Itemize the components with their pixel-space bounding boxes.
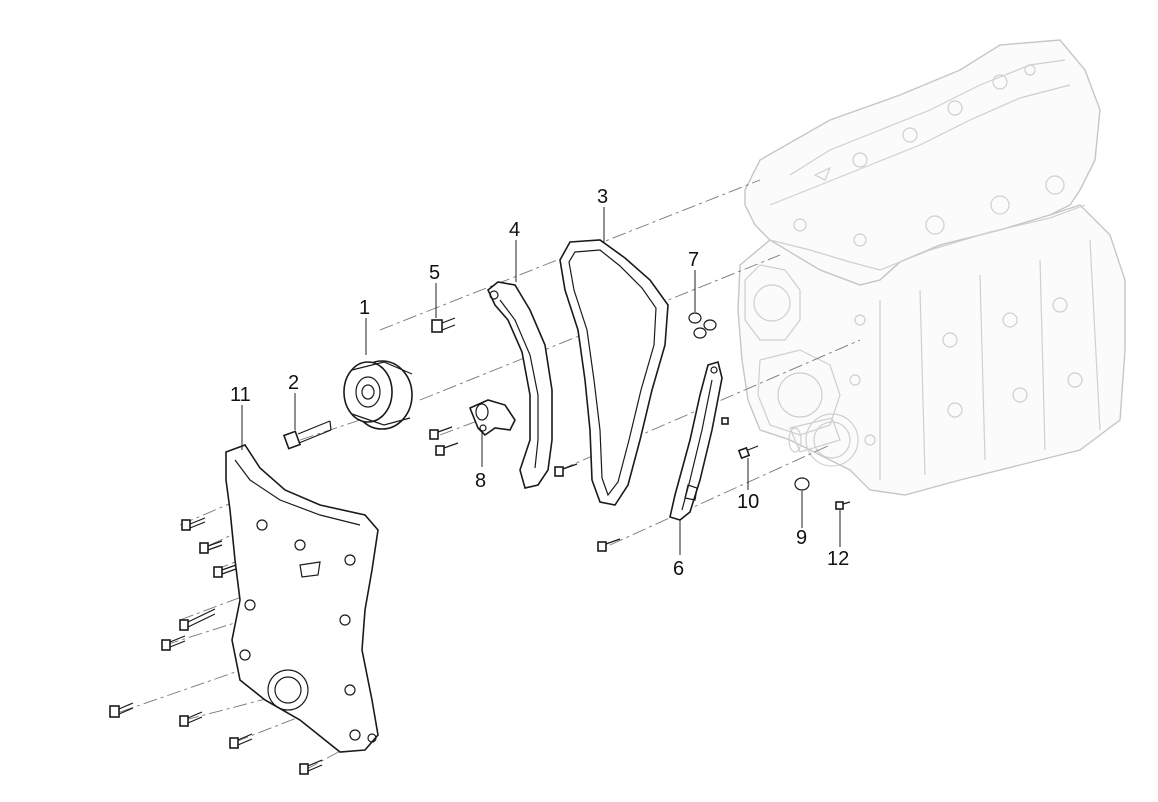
timing-cover: [225, 444, 379, 753]
o-ring-9: [794, 477, 810, 491]
callout-5: 5: [429, 262, 440, 284]
fixed-guide: [597, 360, 723, 552]
cover-bolts: [109, 517, 323, 775]
callout-11: 11: [230, 384, 251, 406]
callout-6: 6: [673, 558, 684, 580]
cover-bolt: [161, 635, 186, 651]
sprocket-bolt: [282, 420, 332, 450]
callout-1: 1: [359, 297, 370, 319]
tensioner-guide: [487, 281, 578, 489]
callout-10: 10: [737, 491, 759, 513]
dowel-pin-10: [721, 417, 759, 460]
engine-block: [737, 39, 1126, 496]
callout-3: 3: [597, 186, 608, 208]
cover-bolt: [179, 608, 216, 631]
cover-bolt: [109, 702, 134, 718]
timing-chain: [559, 239, 669, 506]
camshaft-sprocket: [343, 360, 413, 430]
chain-tensioner: [429, 399, 516, 456]
cover-bolt: [213, 564, 237, 578]
callout-12: 12: [827, 548, 849, 570]
leader-lines: [241, 207, 841, 555]
cover-bolt: [181, 517, 206, 531]
cover-bolt: [229, 733, 253, 749]
dowel-pin-12: [835, 501, 851, 510]
cover-bolt: [299, 759, 323, 775]
guide-bolt-upper: [431, 317, 456, 333]
callout-labels: 1 2 3 4 5 6 7 8 9 10 11 12: [230, 186, 849, 580]
o-rings: [688, 312, 717, 339]
cover-bolt: [179, 711, 203, 727]
callout-7: 7: [688, 249, 699, 271]
callout-9: 9: [796, 527, 807, 549]
callout-4: 4: [509, 219, 520, 241]
callout-2: 2: [288, 372, 299, 394]
cover-bolt: [199, 540, 223, 554]
callout-8: 8: [475, 470, 486, 492]
